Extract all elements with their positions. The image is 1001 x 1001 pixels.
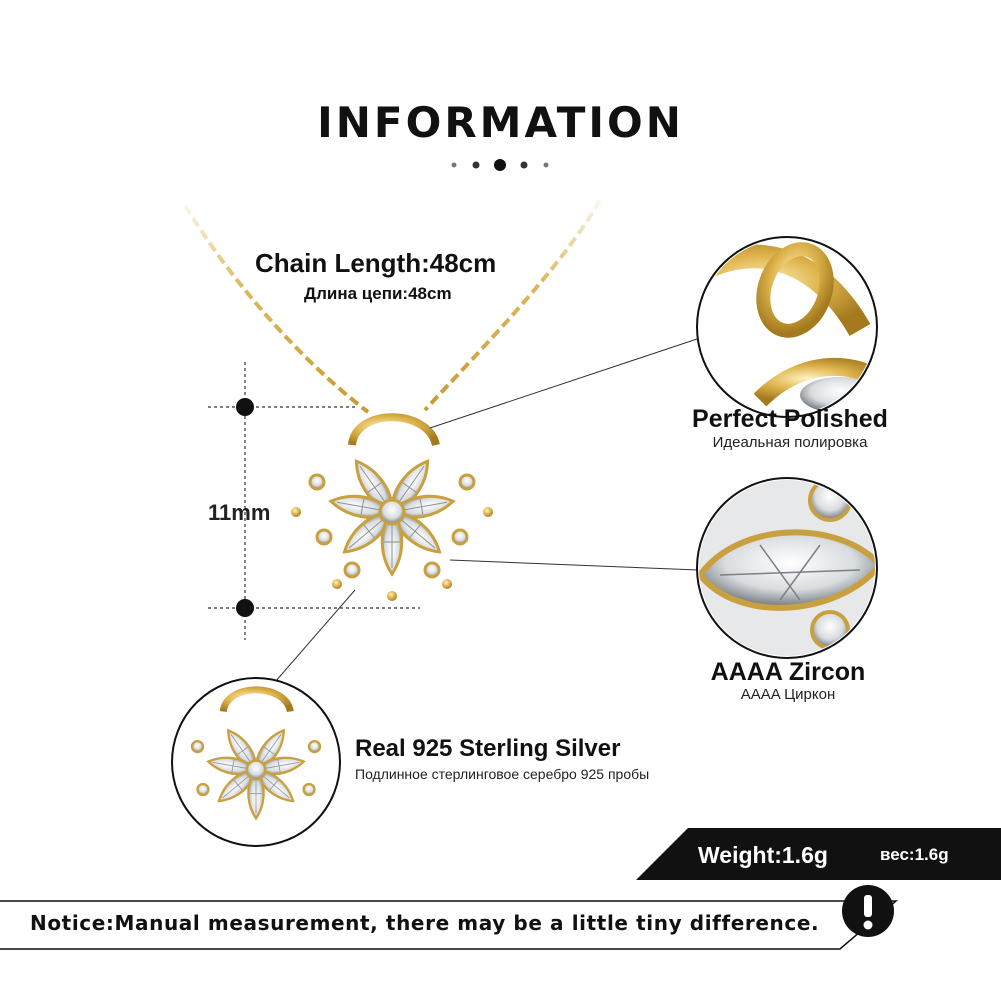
callout-line-zircon	[449, 559, 699, 571]
dimension-bottom-dot	[236, 599, 254, 617]
callout-line-silver	[274, 589, 356, 683]
notice-text: Notice:Manual measurement, there may be …	[30, 911, 820, 935]
material-title: Real 925 Sterling Silver	[355, 735, 621, 762]
feature-polished-subtitle: Идеальная полировка	[712, 434, 868, 451]
feature-polished-title: Perfect Polished	[692, 405, 888, 433]
exclamation-icon	[842, 885, 894, 937]
chain-length-label: Chain Length:48cm	[255, 248, 497, 278]
weight-label-ru: вес:1.6g	[880, 845, 949, 864]
detail-circle-zircon	[696, 477, 878, 659]
title-dots-divider	[451, 159, 549, 171]
chain-left	[183, 203, 370, 414]
dimension-top-dot	[236, 398, 254, 416]
callout-line-polished	[429, 337, 701, 429]
size-dimension-marker	[208, 362, 420, 640]
weight-band	[636, 828, 1001, 880]
pendant-size-label: 11mm	[208, 500, 271, 525]
feature-zircon-subtitle: AAAA Циркон	[740, 686, 836, 703]
detail-circle-silver	[171, 677, 341, 847]
chain-right	[423, 199, 602, 412]
detail-circle-polished	[696, 236, 878, 418]
feature-zircon-title: AAAA Zircon	[710, 658, 866, 686]
material-subtitle: Подлинное стерлинговое серебро 925 пробы	[355, 766, 650, 782]
page-title: INFORMATION	[317, 98, 684, 147]
chain-length-label-ru: Длина цепи:48cm	[304, 284, 452, 303]
weight-label: Weight:1.6g	[698, 842, 828, 868]
